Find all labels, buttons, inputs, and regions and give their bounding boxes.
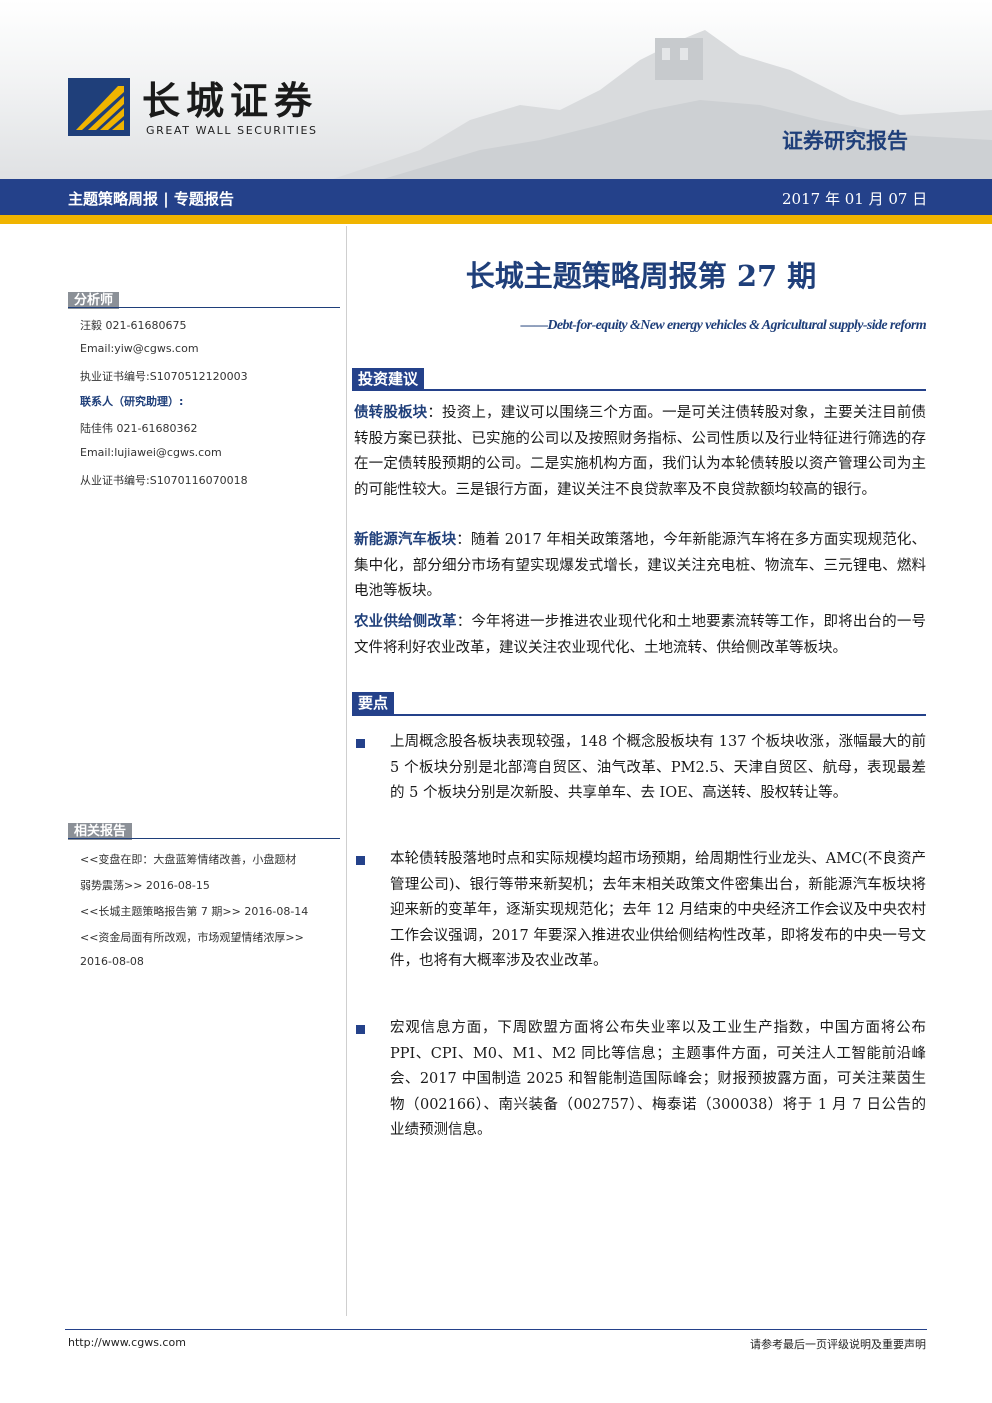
analyst-phone: 汪毅 021-61680675: [80, 319, 187, 332]
invest-text-agri: ：今年将进一步推进农业现代化和土地要素流转等工作，即将出台的一号文件将利好农业改…: [354, 614, 927, 656]
analyst-email[interactable]: Email:yiw@cgws.com: [80, 342, 199, 355]
related-section: 相关报告: [68, 820, 133, 840]
great-wall-logo-icon: [68, 78, 130, 136]
analyst-license: 执业证书编号:S1070512120003: [80, 370, 248, 383]
report-date: 2017 年 01 月 07 日: [782, 190, 928, 208]
accent-stripe: [0, 215, 992, 224]
invest-lead-agri: 农业供给侧改革: [354, 614, 457, 630]
footer-url-link[interactable]: http://www.cgws.com: [68, 1336, 186, 1349]
logo-english-name: GREAT WALL SECURITIES: [146, 124, 318, 137]
analyst-rule: [68, 307, 340, 308]
analyst-section: 分析师: [68, 289, 120, 309]
invest-section: 投资建议: [352, 368, 425, 390]
invest-paragraph-agri: 农业供给侧改革：今年将进一步推进农业现代化和土地要素流转等工作，即将出台的一号文…: [354, 610, 926, 661]
contact-phone: 陆佳伟 021-61680362: [80, 422, 198, 435]
invest-paragraph-nev: 新能源汽车板块：随着 2017 年相关政策落地，今年新能源汽车将在多方面实现规范…: [354, 528, 926, 605]
point-policy: 本轮债转股落地时点和实际规模均超市场预期，给周期性行业龙头、AMC(不良资产管理…: [390, 851, 926, 969]
header-banner: [0, 0, 992, 180]
related-heading: 相关报告: [68, 823, 133, 840]
logo-chinese-name: 长城证券: [142, 78, 319, 123]
footer-rule: [65, 1329, 927, 1330]
contact-license: 从业证书编号:S1070116070018: [80, 474, 248, 487]
bullet-square-icon: [356, 856, 365, 865]
great-wall-mountain-illustration: [330, 30, 992, 180]
category-bar: [0, 179, 992, 215]
analyst-heading: 分析师: [68, 292, 120, 309]
points-rule: [352, 714, 926, 716]
invest-heading: 投资建议: [352, 368, 425, 390]
bullet-square-icon: [356, 1025, 365, 1034]
invest-lead-nev: 新能源汽车板块: [354, 532, 457, 548]
related-report-1[interactable]: <<变盘在即：大盘蓝筹情绪改善，小盘题材: [80, 853, 297, 866]
invest-lead-debt-equity: 债转股板块: [354, 405, 428, 421]
report-kind-label: 证券研究报告: [782, 129, 908, 153]
related-report-1-cont[interactable]: 弱势震荡>> 2016-08-15: [80, 879, 210, 892]
bullet-square-icon: [356, 739, 365, 748]
related-rule: [68, 838, 340, 839]
report-title: 长城主题策略周报第 27 期: [465, 259, 817, 293]
invest-paragraph-debt-equity: 债转股板块：投资上，建议可以围绕三个方面。一是可关注债转股对象，主要关注目前债转…: [354, 401, 926, 503]
related-report-2[interactable]: <<长城主题策略报告第 7 期>> 2016-08-14: [80, 905, 309, 918]
invest-text-debt-equity: ：投资上，建议可以围绕三个方面。一是可关注债转股对象，主要关注目前债转股方案已获…: [354, 405, 927, 498]
point-concept-stocks: 上周概念股各板块表现较强，148 个概念股板块有 137 个板块收涨，涨幅最大的…: [390, 734, 926, 801]
contact-email[interactable]: Email:lujiawei@cgws.com: [80, 446, 222, 459]
point-macro: 宏观信息方面，下周欧盟方面将公布失业率以及工业生产指数，中国方面将公布 PPI、…: [390, 1020, 926, 1138]
report-category: 主题策略周报 | 专题报告: [68, 190, 234, 208]
related-report-3[interactable]: <<资金局面有所改观，市场观望情绪浓厚>>: [80, 931, 304, 944]
related-report-3-cont[interactable]: 2016-08-08: [80, 955, 144, 968]
contact-heading: 联系人（研究助理）:: [80, 395, 184, 408]
points-heading: 要点: [352, 692, 395, 714]
footer-disclaimer: 请参考最后一页评级说明及重要声明: [750, 1338, 926, 1351]
column-divider: [346, 226, 347, 1316]
points-section: 要点: [352, 692, 395, 714]
report-subtitle: ——Debt-for-equity &New energy vehicles &…: [520, 318, 927, 333]
invest-text-nev: ：随着 2017 年相关政策落地，今年新能源汽车将在多方面实现规范化、集中化，部…: [354, 532, 926, 599]
invest-rule: [352, 389, 926, 391]
